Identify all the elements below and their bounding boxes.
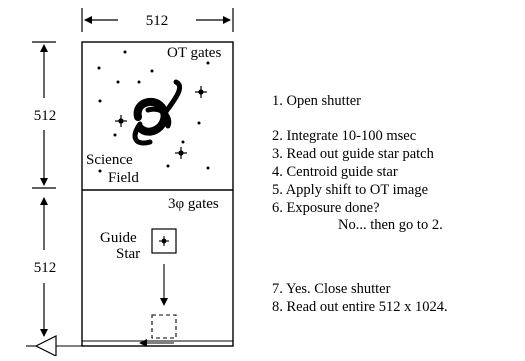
science-label: Science [86, 152, 133, 168]
procedure-steps: 1. Open shutter 2. Integrate 10-100 msec… [272, 0, 522, 356]
height-bottom-label: 512 [34, 260, 57, 276]
height-dimension-bottom: 512 [34, 197, 57, 337]
step-2: 2. Integrate 10-100 msec [272, 128, 417, 144]
step-8: 8. Read out entire 512 x 1024. [272, 299, 448, 315]
step-3: 3. Read out guide star patch [272, 146, 434, 162]
star-dot [206, 166, 210, 170]
step-5: 5. Apply shift to OT image [272, 182, 429, 198]
star-label: Star [116, 246, 140, 262]
science-field-region: OT gates [86, 45, 221, 186]
star-dot [181, 140, 185, 144]
three-phase-gates-label: 3φ gates [168, 196, 219, 212]
star-dot [137, 80, 141, 84]
step-4: 4. Centroid guide star [272, 164, 398, 180]
star-dot [113, 133, 117, 137]
star-dot [166, 164, 170, 168]
step-7: 7. Yes. Close shutter [272, 281, 391, 297]
star-dot [197, 121, 201, 125]
bright-star-icon [115, 115, 127, 127]
ccd-outline [81, 41, 234, 347]
bright-star-icon [175, 147, 187, 159]
width-dimension: 512 [81, 8, 234, 32]
star-dot [116, 80, 120, 84]
star-dot [123, 50, 127, 54]
height-top-label: 512 [34, 108, 57, 124]
amplifier-triangle-icon [34, 335, 57, 357]
star-dot [98, 99, 102, 103]
spiral-galaxy-icon [132, 79, 182, 146]
star-dot [97, 66, 101, 70]
patch-destination-box [151, 314, 177, 339]
star-dot [150, 69, 154, 73]
bright-star-icon [195, 86, 207, 98]
guide-label: Guide [100, 230, 137, 246]
guide-star-icon [159, 236, 169, 246]
ot-gates-label: OT gates [167, 45, 221, 61]
height-dimension-top: 512 [32, 41, 57, 189]
field-label: Field [108, 170, 139, 186]
step-1: 1. Open shutter [272, 93, 361, 109]
star-dot [206, 61, 210, 65]
width-label: 512 [146, 13, 169, 29]
background-stars [97, 50, 210, 173]
step-6-followup: No... then go to 2. [338, 217, 443, 233]
guide-star-patch-box [151, 228, 177, 254]
guide-region: 3φ gates Guide Star [26, 196, 233, 357]
step-6: 6. Exposure done? [272, 200, 380, 216]
star-dot [98, 169, 102, 173]
